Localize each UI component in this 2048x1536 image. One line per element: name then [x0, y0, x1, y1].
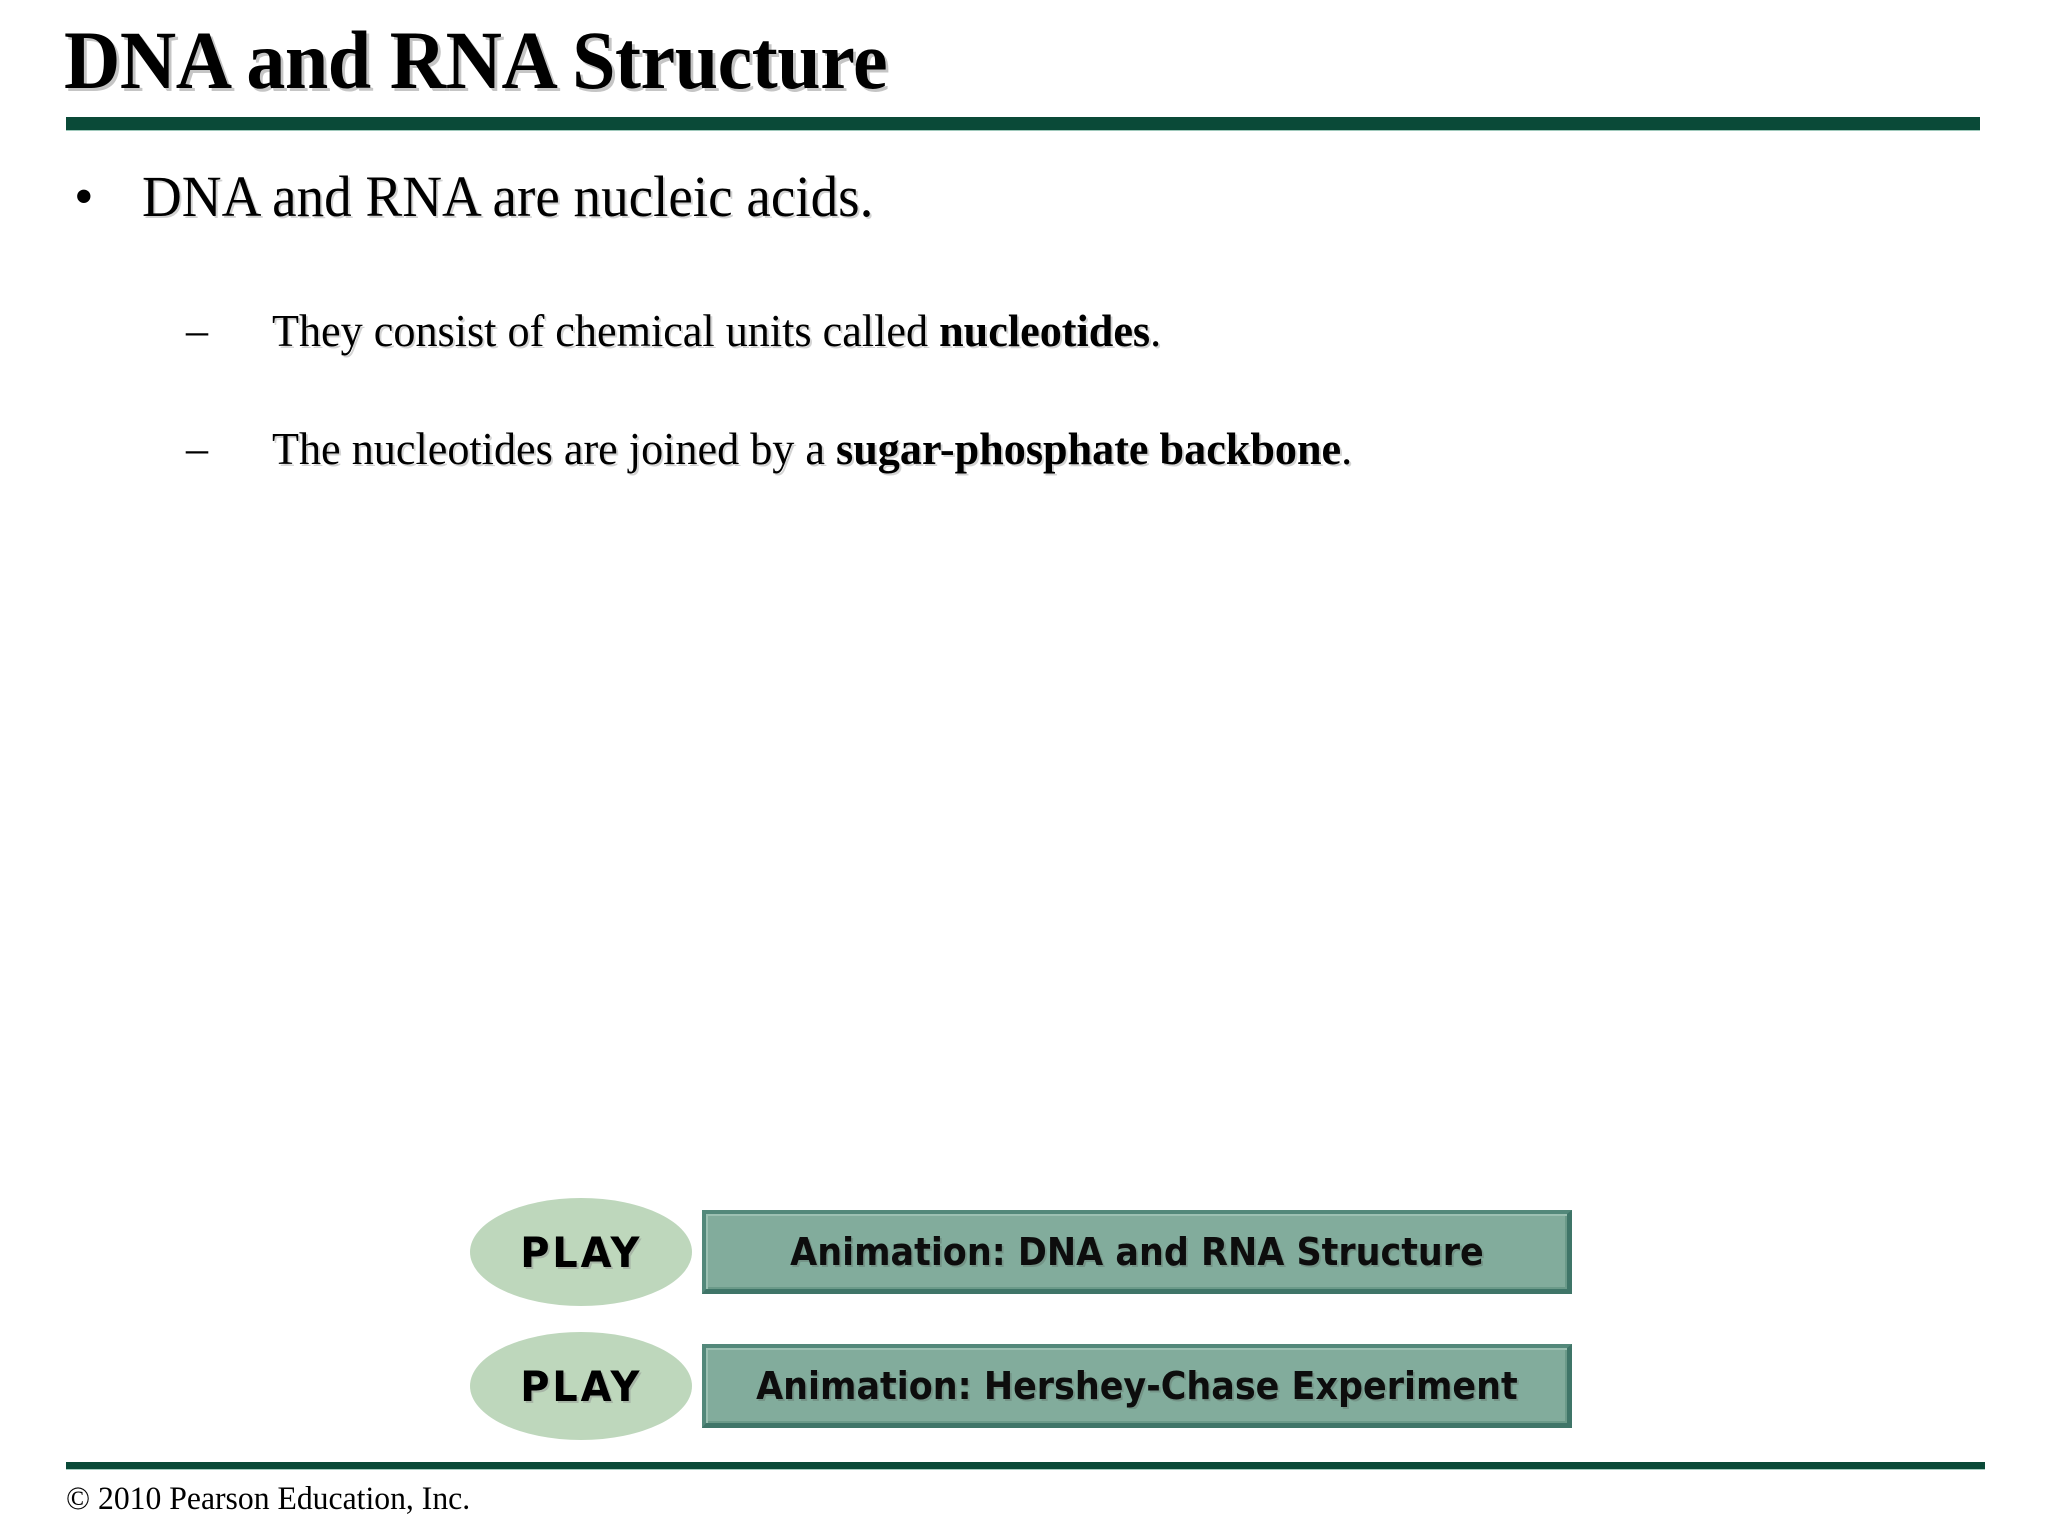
sub-bullet-1-emphasis: nucleotides — [939, 305, 1151, 356]
animation-row-hershey-chase[interactable]: PLAY Animation: Hershey-Chase Experiment — [470, 1332, 1572, 1440]
bullet-level2-backbone: – The nucleotides are joined by a sugar-… — [186, 418, 1986, 480]
play-button-icon[interactable]: PLAY — [470, 1198, 692, 1306]
bullet-marker-dot: • — [74, 166, 94, 228]
copyright-notice: © 2010 Pearson Education, Inc. — [66, 1481, 471, 1517]
play-button-icon[interactable]: PLAY — [470, 1332, 692, 1440]
title-divider — [66, 117, 1980, 130]
sub-bullet-1-suffix: . — [1150, 305, 1162, 356]
sub-bullet-2-emphasis: sugar-phosphate backbone — [836, 423, 1342, 474]
sub-bullet-2-suffix: . — [1341, 423, 1353, 474]
bullet-level1-text: DNA and RNA are nucleic acids. — [142, 164, 874, 229]
animation-link-bar[interactable]: Animation: Hershey-Chase Experiment — [702, 1344, 1572, 1428]
sub-bullet-2-prefix: The nucleotides are joined by a — [272, 423, 837, 474]
bullet-marker-dash: – — [186, 424, 208, 473]
animation-row-dna-rna-structure[interactable]: PLAY Animation: DNA and RNA Structure — [470, 1198, 1572, 1306]
sub-bullet-1-prefix: They consist of chemical units called — [272, 305, 940, 356]
play-button-label: PLAY — [519, 1227, 643, 1277]
animation-link-bar[interactable]: Animation: DNA and RNA Structure — [702, 1210, 1572, 1294]
animation-title-label: Animation: Hershey-Chase Experiment — [755, 1363, 1518, 1408]
bullet-level2-nucleotides: – They consist of chemical units called … — [186, 300, 1986, 362]
page-title: DNA and RNA Structure — [64, 14, 888, 106]
bullet-level1: • DNA and RNA are nucleic acids. — [64, 158, 1964, 236]
bullet-marker-dash: – — [186, 306, 208, 355]
footer-divider — [66, 1462, 1985, 1469]
bullet-level2-text: The nucleotides are joined by a sugar-ph… — [272, 418, 1352, 480]
play-button-label: PLAY — [519, 1361, 643, 1411]
animation-title-label: Animation: DNA and RNA Structure — [789, 1229, 1484, 1274]
bullet-level2-text: They consist of chemical units called nu… — [272, 300, 1161, 362]
